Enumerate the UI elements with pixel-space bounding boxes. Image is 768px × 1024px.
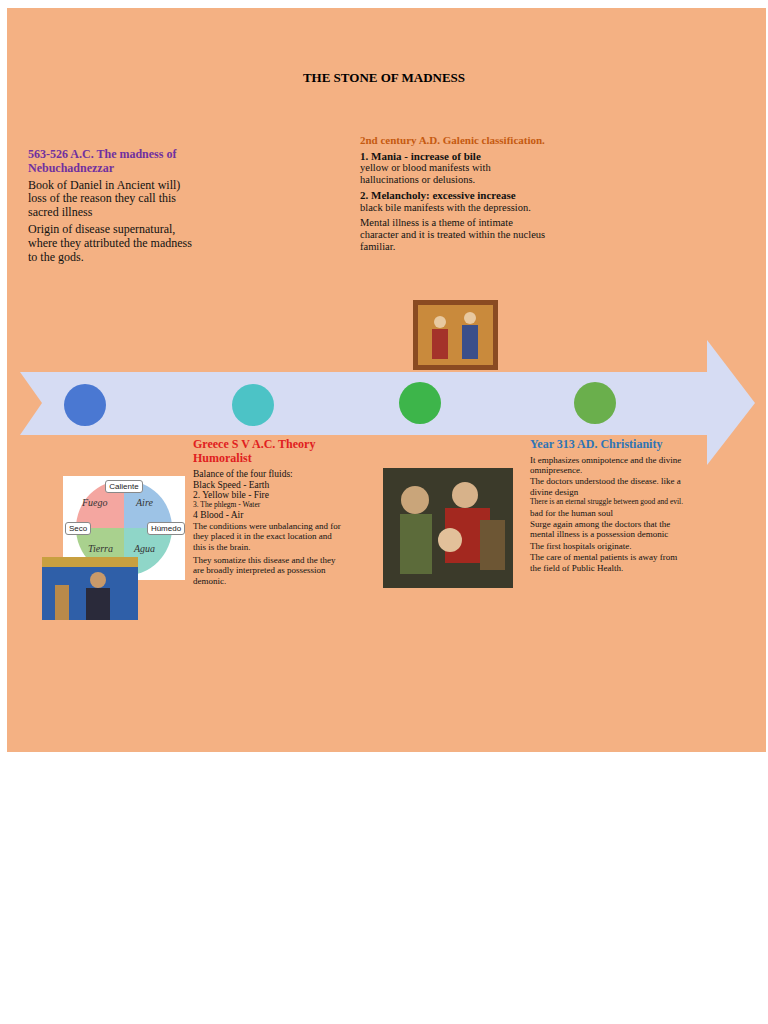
body-text: 2. Yellow bile - Fire xyxy=(193,490,343,501)
body-text: 4 Blood - Air xyxy=(193,510,343,521)
timeline-dot xyxy=(399,382,441,424)
text-group: Year 313 AD. Christianity It emphasizes o… xyxy=(530,438,690,574)
wheel-label: Fuego xyxy=(82,497,108,508)
wheel-label: Aire xyxy=(136,497,153,508)
timeline-dot xyxy=(64,384,106,426)
body-text: Book of Daniel in Ancient will) loss of … xyxy=(28,179,200,220)
manuscript-picture xyxy=(413,300,498,370)
timeline-heading: 2nd century A.D. Galenic classification. xyxy=(360,134,550,147)
babylon-picture xyxy=(42,557,138,620)
timeline-arrow xyxy=(20,340,755,465)
body-text: The care of mental patients is away from… xyxy=(530,552,690,573)
text-group: 563-526 A.C. The madness of Nebuchadnezz… xyxy=(28,148,200,267)
body-text: Mental illness is a theme of intimate ch… xyxy=(360,217,550,253)
body-text: The first hospitals originate. xyxy=(530,541,690,551)
box-text: Caliente xyxy=(109,482,138,491)
wheel-label: Tierra xyxy=(88,543,113,554)
body-text: 3. The phlegm - Water xyxy=(193,501,343,510)
wheel-box: Caliente xyxy=(105,480,142,493)
background-panel xyxy=(7,8,766,752)
body-text: 1. Mania - increase of bile xyxy=(360,150,550,163)
wheel-box: Húmedo xyxy=(147,522,185,535)
body-text: Surge again among the doctors that the m… xyxy=(530,519,690,540)
body-text: 2. Melancholy: excessive increase xyxy=(360,189,550,202)
body-text: It emphasizes omnipotence and the divine… xyxy=(530,455,690,476)
timeline-heading: 563-526 A.C. The madness of Nebuchadnezz… xyxy=(28,148,200,176)
timeline-heading: Year 313 AD. Christianity xyxy=(530,438,690,452)
text-group: 2nd century A.D. Galenic classification.… xyxy=(360,134,550,256)
body-text: They somatize this disease and the they … xyxy=(193,555,343,586)
diagram-title: THE STONE OF MADNESS xyxy=(0,70,768,86)
wheel-label: Agua xyxy=(134,543,155,554)
box-text: Húmedo xyxy=(151,524,181,533)
body-text: There is an eternal struggle between goo… xyxy=(530,498,690,507)
body-text: The conditions were unbalancing and for … xyxy=(193,521,343,552)
body-text: bad for the human soul xyxy=(530,508,690,518)
timeline-heading: Greece S V A.C. Theory Humoralist xyxy=(193,438,343,466)
wheel-box: Seco xyxy=(65,522,91,535)
body-text: The doctors understood the disease. like… xyxy=(530,476,690,497)
timeline-dot xyxy=(232,384,274,426)
painting-picture xyxy=(383,468,513,588)
text-group: Greece S V A.C. Theory HumoralistBalance… xyxy=(193,438,343,589)
body-text: yellow or blood manifests with hallucina… xyxy=(360,162,550,186)
body-text: Origin of disease supernatural, where th… xyxy=(28,223,200,264)
box-text: Seco xyxy=(69,524,87,533)
body-text: Balance of the four fluids: xyxy=(193,469,343,480)
timeline-dot xyxy=(574,382,616,424)
body-text: Black Speed - Earth xyxy=(193,480,343,491)
body-text: black bile manifests with the depression… xyxy=(360,202,550,214)
